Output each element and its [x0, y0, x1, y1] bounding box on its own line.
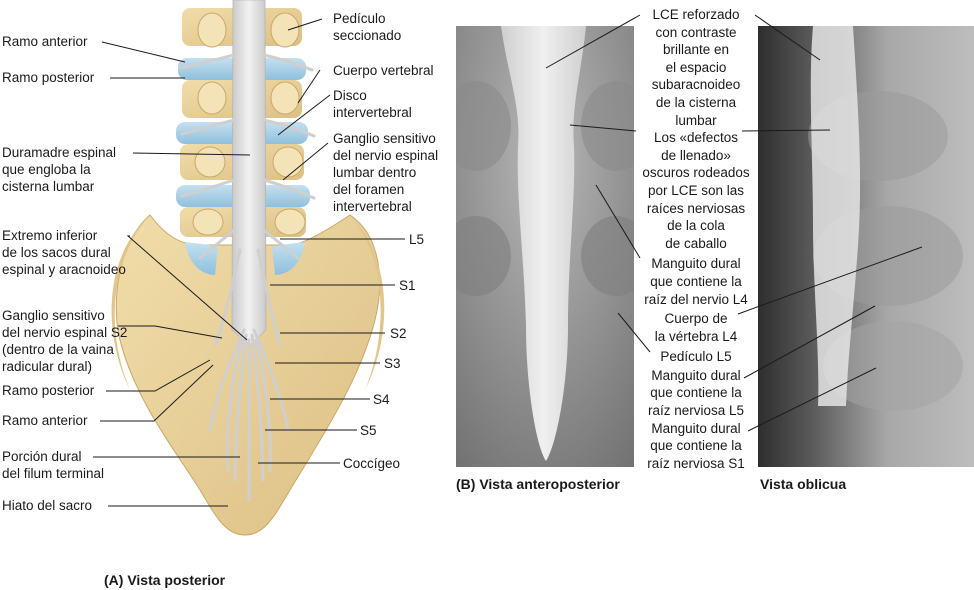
right-iliac — [350, 215, 385, 390]
label-S5: S5 — [360, 423, 377, 438]
label-duramadre-espinal: Duramadre espinal que engloba la cistern… — [2, 145, 117, 194]
label-S2: S2 — [390, 326, 407, 341]
label-S3: S3 — [384, 356, 401, 371]
label-pediculo-l5: Pedículo L5 — [660, 349, 732, 365]
label-ganglio-lumbar: Ganglio sensitivo del nervio espinal lum… — [333, 131, 439, 214]
xray-oblique — [758, 26, 974, 467]
label-coccigeo: Coccígeo — [343, 456, 401, 471]
label-lce-reforzado: LCE reforzado con contraste brillante en… — [651, 7, 741, 128]
left-iliac — [111, 215, 150, 390]
label-ganglio-s2: Ganglio sensitivo del nervio espinal S2 … — [2, 308, 128, 374]
label-hiato-sacro: Hiato del sacro — [2, 498, 93, 513]
label-cuerpo-vertebral: Cuerpo vertebral — [333, 63, 434, 78]
label-ramo-posterior-top: Ramo posterior — [2, 70, 95, 85]
label-S1: S1 — [399, 278, 416, 293]
label-ramo-anterior-bottom: Ramo anterior — [2, 413, 88, 428]
label-ramo-posterior-bottom: Ramo posterior — [2, 383, 95, 398]
label-S4: S4 — [373, 392, 390, 407]
label-disco-intervertebral: Disco intervertebral — [333, 88, 412, 120]
label-pediculo-seccionado: Pedículo seccionado — [333, 11, 402, 43]
label-manguito-s1: Manguito dural que contiene la raíz nerv… — [647, 420, 745, 471]
caption-vista-anteroposterior: (B) Vista anteroposterior — [456, 476, 620, 492]
label-cuerpo-vertebra-l4: Cuerpo de la vértebra L4 — [654, 311, 738, 344]
label-L5: L5 — [409, 232, 425, 247]
label-manguito-l5: Manguito dural que contiene la raíz nerv… — [647, 367, 745, 419]
xray-label-column: LCE reforzado con contraste brillante en… — [634, 6, 758, 472]
label-defectos-llenado: Los «defectos de llenado» oscuros rodead… — [642, 130, 750, 251]
xray-anteroposterior — [456, 26, 634, 467]
caption-vista-posterior: (A) Vista posterior — [104, 572, 226, 588]
caption-vista-oblicua: Vista oblicua — [760, 476, 847, 492]
label-extremo-inferior: Extremo inferior de los sacos dural espi… — [2, 228, 126, 277]
label-manguito-l4: Manguito dural que contiene la raíz del … — [644, 256, 748, 307]
dural-sac — [231, 0, 267, 346]
label-ramo-anterior-top: Ramo anterior — [2, 34, 88, 49]
label-porcion-dural: Porción dural del filum terminal — [2, 449, 105, 481]
